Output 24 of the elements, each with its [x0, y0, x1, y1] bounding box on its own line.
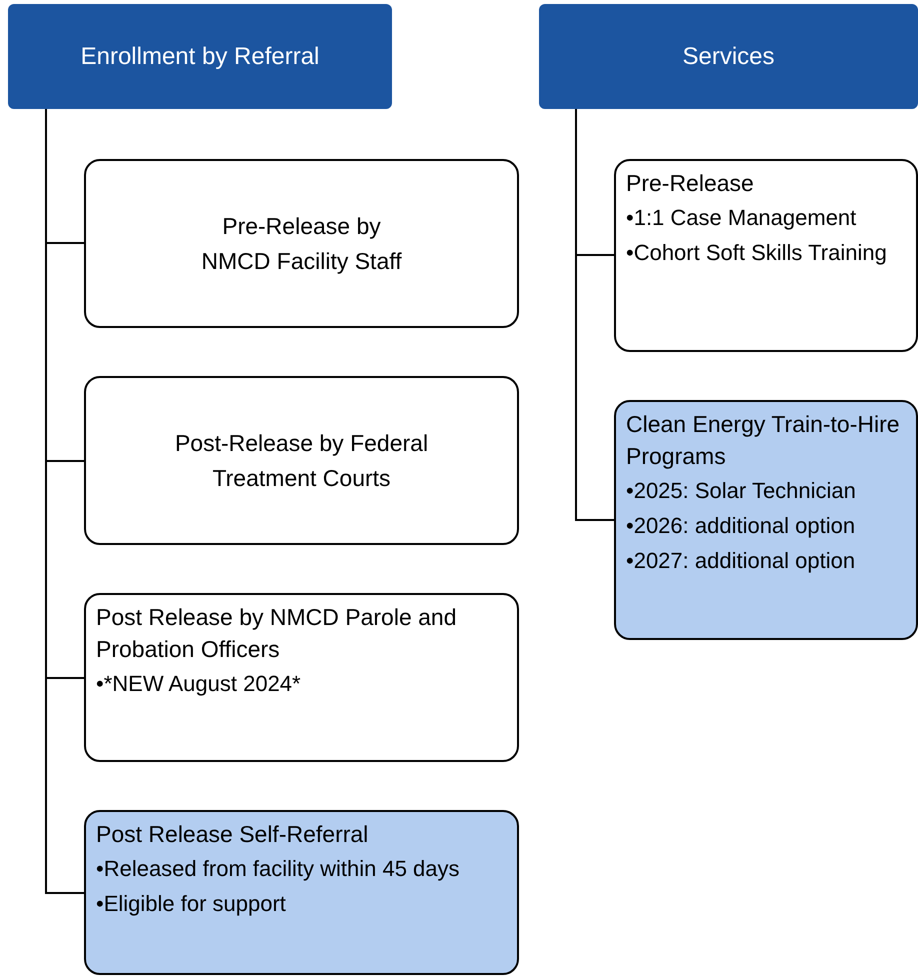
category-box [84, 159, 519, 328]
bullet-item: •2026: additional option [626, 512, 856, 540]
box-heading: Clean Energy Train-to-Hire Programs [626, 410, 901, 472]
header-text: Services [682, 42, 775, 72]
bullet-item: •Eligible for support [96, 890, 287, 918]
category-box [84, 376, 519, 545]
bullet-item: •Cohort Soft Skills Training [626, 238, 888, 267]
category-box [614, 400, 918, 640]
box-heading: Post Release Self-Referral [96, 820, 370, 849]
bullet-item: •2027: additional option [626, 546, 856, 575]
bullet-item: •Released from facility within 45 days [96, 855, 461, 884]
box-heading: Post Release by NMCD Parole and Probation Officers [96, 603, 458, 664]
category-box [84, 593, 519, 762]
box-heading: Pre-Release [626, 169, 755, 198]
category-box [84, 810, 519, 975]
bullet-item: •1:1 Case Management [626, 204, 858, 232]
box-text: Pre-Release by NMCD Facility Staff [200, 212, 403, 276]
bullet-item: •*NEW August 2024* [96, 670, 302, 698]
header-text: Enrollment by Referral [80, 42, 320, 72]
bullet-item: •2025: Solar Technician [626, 477, 857, 506]
category-box [614, 159, 918, 352]
header-box [539, 4, 918, 109]
box-text: Post-Release by Federal Treatment Courts [174, 429, 430, 492]
header-box [8, 4, 392, 109]
